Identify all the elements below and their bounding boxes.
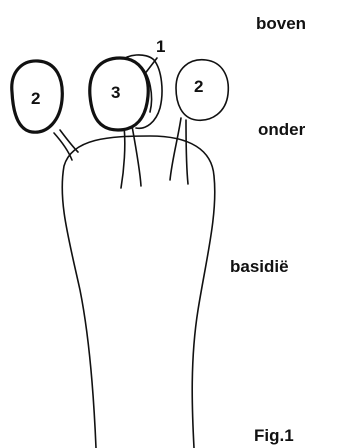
- sterigma-right-a: [170, 118, 181, 180]
- figure-caption: Fig.1: [254, 426, 294, 446]
- basidium-outline: [62, 136, 215, 448]
- sterigma-right-b: [186, 120, 188, 184]
- label-basidium: basidië: [230, 257, 289, 277]
- spore-3-number: 3: [111, 83, 120, 102]
- sterigma-left: [54, 130, 78, 160]
- label-bottom: onder: [258, 120, 305, 140]
- spore-2-left-number: 2: [31, 89, 40, 108]
- spore-1-number: 1: [156, 37, 165, 56]
- spore-2-right-number: 2: [194, 77, 203, 96]
- sterigma-center-right: [132, 126, 141, 186]
- label-top: boven: [256, 14, 306, 34]
- sterigma-center-left: [121, 126, 125, 188]
